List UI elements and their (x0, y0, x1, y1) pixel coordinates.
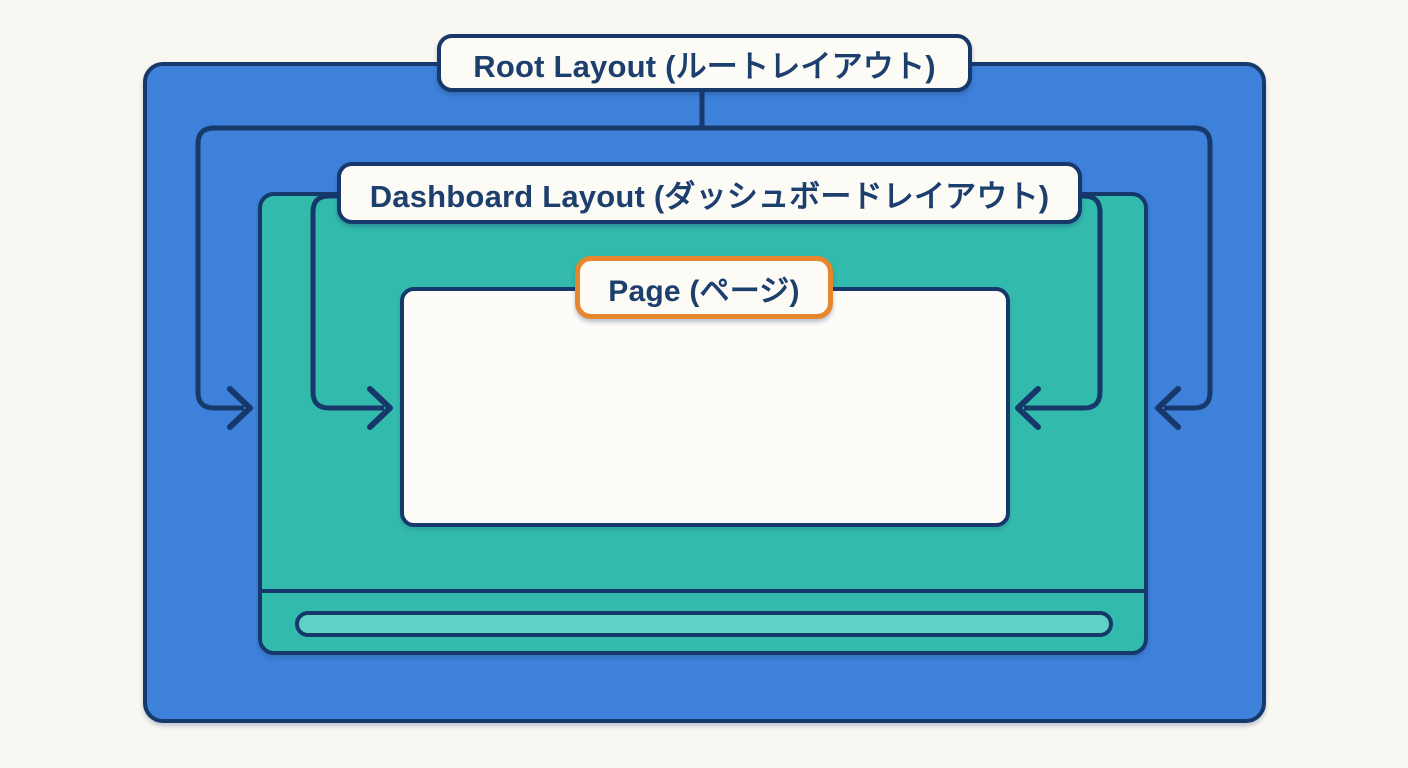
page-content-box (400, 287, 1010, 527)
page-label: Page (ページ) (575, 256, 833, 319)
dashboard-footer-divider (260, 589, 1146, 593)
root-layout-label: Root Layout (ルートレイアウト) (437, 34, 972, 92)
dashboard-layout-label: Dashboard Layout (ダッシュボードレイアウト) (337, 162, 1082, 224)
dashboard-layout-label-text: Dashboard Layout (ダッシュボードレイアウト) (369, 178, 1050, 214)
dashboard-footer-bar (295, 611, 1113, 637)
page-label-text: Page (ページ) (608, 274, 800, 308)
root-layout-label-text: Root Layout (ルートレイアウト) (473, 48, 936, 84)
